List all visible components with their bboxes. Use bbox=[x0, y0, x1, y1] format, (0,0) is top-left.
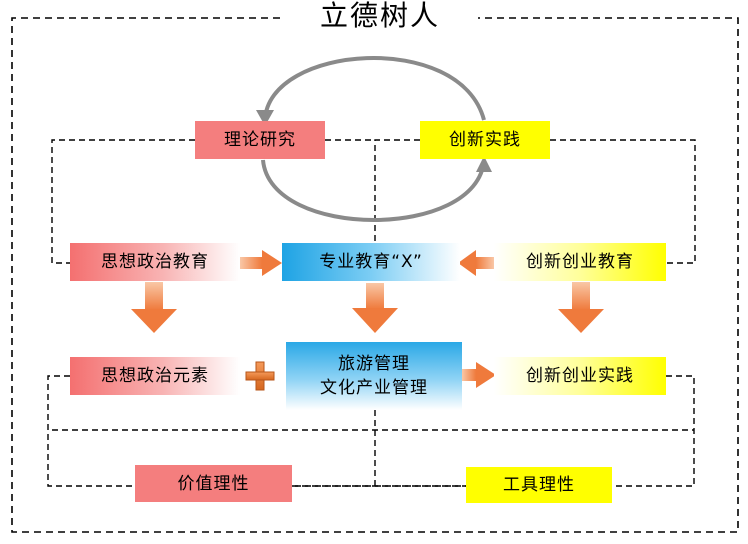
down-arrow-center bbox=[352, 283, 398, 333]
majors-box: 旅游管理 文化产业管理 bbox=[286, 342, 462, 410]
dashed-center-vertical bbox=[292, 410, 466, 487]
major-tourism-label: 旅游管理 bbox=[338, 354, 410, 374]
diagram-title: 立德树人 bbox=[285, 0, 475, 34]
dashed-link-value-left bbox=[47, 375, 135, 487]
ideological-elements-box: 思想政治元素 bbox=[70, 357, 240, 395]
plus-icon bbox=[245, 361, 275, 391]
innovation-practice-box: 创新实践 bbox=[420, 121, 550, 159]
down-arrow-left bbox=[131, 282, 177, 333]
dashed-link-practice bbox=[550, 139, 696, 264]
innovation-entrepreneurship-education-box: 创新创业教育 bbox=[494, 243, 666, 281]
down-arrow-right bbox=[558, 282, 604, 333]
arrow-right-to-center bbox=[458, 250, 494, 276]
major-culture-label: 文化产业管理 bbox=[320, 378, 428, 398]
cycle-loop bbox=[256, 56, 492, 222]
dashed-link-theory bbox=[51, 139, 195, 264]
arrow-left-to-center bbox=[240, 250, 282, 276]
outer-border bbox=[11, 17, 739, 533]
value-rationality-box: 价值理性 bbox=[135, 465, 292, 502]
professional-education-box: 专业教育“X” bbox=[282, 243, 460, 281]
innovation-entrepreneurship-practice-box: 创新创业实践 bbox=[494, 357, 666, 395]
cycle-arrowhead-left bbox=[256, 110, 274, 126]
arrow-center-to-practice bbox=[462, 362, 496, 388]
dashed-link-practice-left bbox=[374, 139, 420, 243]
cycle-arrowhead-right bbox=[476, 156, 492, 172]
ideological-education-box: 思想政治教育 bbox=[70, 243, 240, 281]
theory-research-box: 理论研究 bbox=[195, 121, 325, 159]
instrumental-rationality-box: 工具理性 bbox=[466, 467, 612, 503]
dashed-link-tool-right bbox=[612, 375, 695, 487]
